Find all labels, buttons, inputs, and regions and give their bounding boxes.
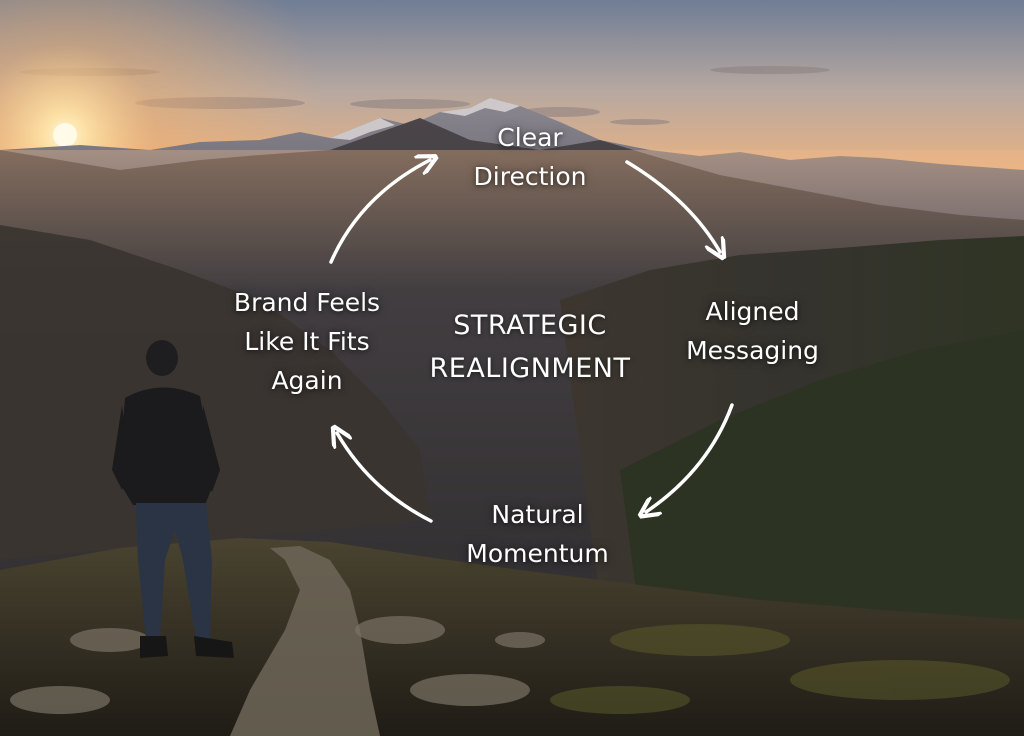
step-brand-fits: Brand Feels Like It Fits Again <box>222 283 392 400</box>
center-label-strategic-realignment: STRATEGIC REALIGNMENT <box>380 304 680 390</box>
step-brand-fits-line-3: Again <box>271 366 343 395</box>
arrow-messaging-to-momentum <box>646 403 734 512</box>
step-natural-momentum-line-2: Momentum <box>466 539 609 568</box>
sun-icon <box>53 123 77 147</box>
step-clear-direction-line-2: Direction <box>473 162 587 191</box>
left-slope <box>0 225 430 560</box>
right-hills-front <box>620 330 1024 620</box>
snow-caps <box>330 98 520 140</box>
step-aligned-messaging-line-1: Aligned <box>705 297 800 326</box>
center-label-line-1: STRATEGIC <box>453 310 607 341</box>
step-clear-direction-line-1: Clear <box>497 123 563 152</box>
step-clear-direction: Clear Direction <box>455 118 605 196</box>
rocks <box>10 616 545 714</box>
grass <box>550 624 1010 714</box>
step-aligned-messaging: Aligned Messaging <box>675 292 830 370</box>
arrow-brand-to-direction <box>329 160 430 264</box>
trail-path <box>230 546 380 736</box>
step-natural-momentum: Natural Momentum <box>455 495 620 573</box>
step-brand-fits-line-2: Like It Fits <box>244 327 370 356</box>
step-natural-momentum-line-1: Natural <box>491 500 584 529</box>
center-label-line-2: REALIGNMENT <box>429 353 631 384</box>
step-brand-fits-line-1: Brand Feels <box>233 288 381 317</box>
arrow-direction-to-messaging <box>625 160 720 252</box>
arrow-momentum-to-brand <box>337 433 433 523</box>
hiker-figure <box>112 340 234 658</box>
step-aligned-messaging-line-2: Messaging <box>686 336 819 365</box>
